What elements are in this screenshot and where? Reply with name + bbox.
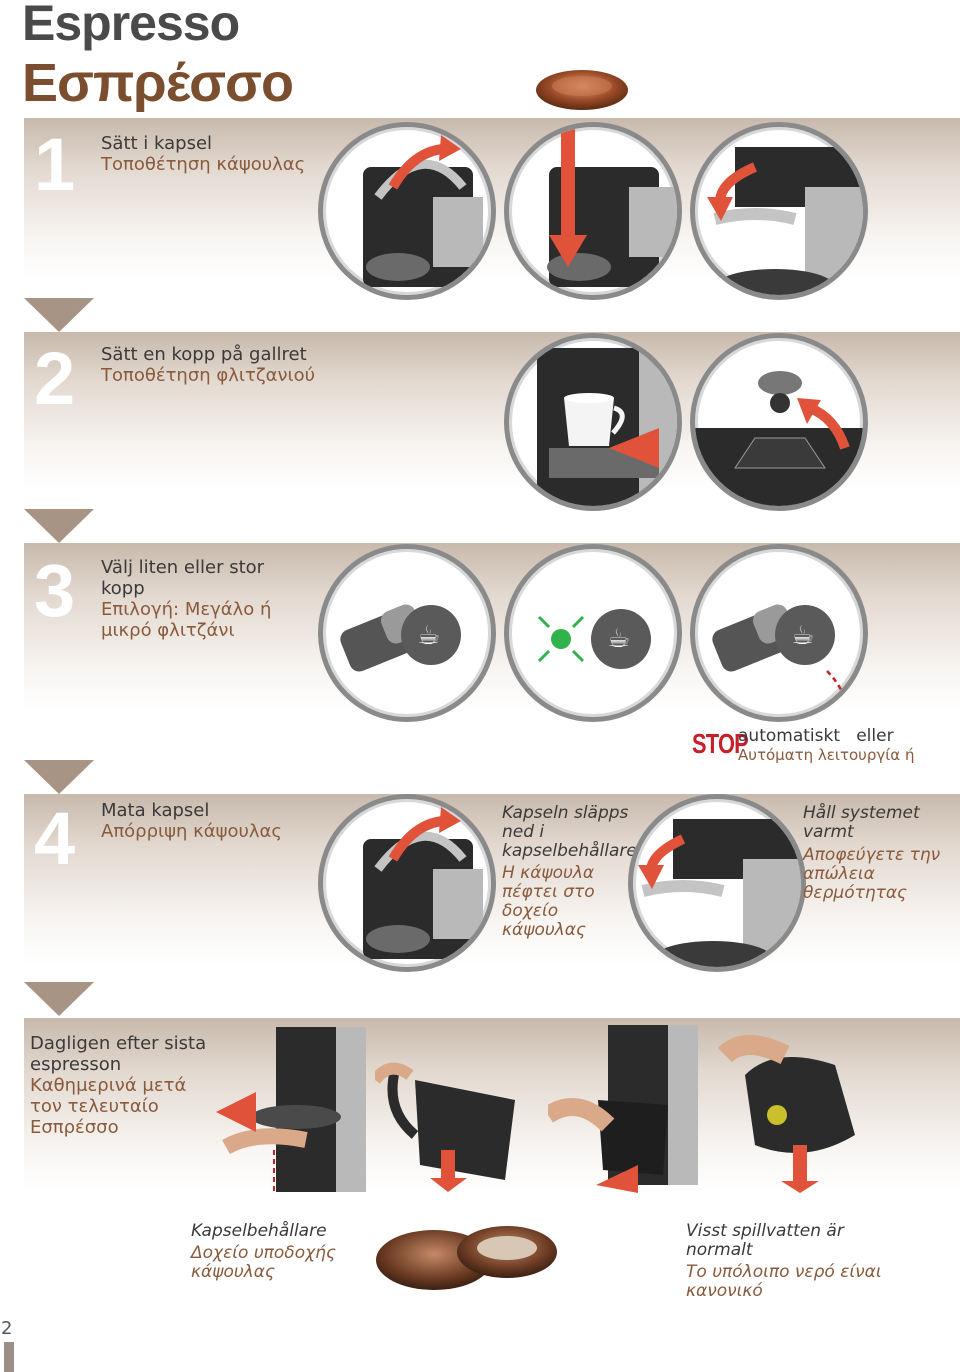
step-4-note-1: Kapseln släpps ned i kapselbehållaren Η … bbox=[502, 803, 648, 940]
step-3-image-led: ☕ bbox=[504, 544, 682, 722]
bottom-note-2: Visst spillvatten är normalt Το υπόλοιπο… bbox=[686, 1222, 886, 1301]
step-4-image-open-lever bbox=[318, 794, 496, 972]
machine-insert-icon bbox=[547, 127, 677, 287]
step-4-gr: Απόρριψη κάψουλας bbox=[101, 821, 282, 842]
cup-on-tray-icon bbox=[537, 348, 677, 506]
machine-open-icon bbox=[363, 135, 483, 287]
bottom-note-1-gr: Δοχείο υποδοχής κάψουλας bbox=[191, 1243, 336, 1282]
stop-text: automatiskt eller Αυτόματη λειτουργία ή bbox=[738, 727, 914, 765]
step-1-gr: Τοποθέτηση κάψουλας bbox=[101, 154, 306, 175]
daily-photo-remove-tray bbox=[216, 1022, 366, 1192]
capsule-illustration bbox=[536, 70, 628, 110]
cup-icon: ☕ bbox=[791, 621, 815, 651]
step-4-note-1-sv: Kapseln släpps ned i kapselbehållaren bbox=[502, 803, 648, 861]
step-1-image-insert-capsule bbox=[504, 122, 682, 300]
step-2-image-lever bbox=[690, 333, 868, 511]
step-2-number: 2 bbox=[34, 337, 76, 420]
step-3-sv: Välj liten eller stor kopp bbox=[101, 557, 265, 599]
stop-sv-auto: automatiskt bbox=[738, 726, 840, 746]
page-marker-bar bbox=[4, 1342, 14, 1372]
step-1-image-close-lever bbox=[690, 122, 868, 300]
daily-photo-capsule-container bbox=[375, 1040, 525, 1192]
stop-label: STOP bbox=[692, 728, 749, 759]
drip-tray-icon bbox=[216, 1027, 366, 1192]
cup-icon: ☕ bbox=[417, 621, 441, 651]
daily-text: Dagligen efter sista espresson Καθημεριν… bbox=[30, 1033, 220, 1138]
lift-container-icon bbox=[548, 1025, 698, 1193]
empty-container-icon bbox=[717, 1035, 855, 1193]
step-1-text: Sätt i kapsel Τοποθέτηση κάψουλας bbox=[101, 133, 331, 175]
machine-open-icon bbox=[363, 807, 483, 959]
step-3-down-arrow bbox=[24, 509, 94, 543]
cup-icon: ☕ bbox=[607, 624, 631, 654]
step-4-note-2-gr: Αποφεύγετε την απώλεια θερμότητας bbox=[803, 845, 941, 903]
daily-gr: Καθημερινά μετά τον τελευταίο Εσπρέσσο bbox=[30, 1075, 187, 1138]
page-number: 2 bbox=[1, 1318, 13, 1339]
step-4-number: 4 bbox=[34, 797, 76, 880]
step-3-number: 3 bbox=[34, 549, 76, 632]
bottom-note-2-gr: Το υπόλοιπο νερό είναι κανονικό bbox=[686, 1262, 882, 1301]
bottom-note-2-sv: Visst spillvatten är normalt bbox=[686, 1221, 844, 1260]
step-4-note-1-gr: Η κάψουλα πέφτει στο δοχείο κάψουλας bbox=[502, 863, 595, 940]
step-1-image-open-lever bbox=[318, 122, 496, 300]
daily-down-arrow bbox=[24, 982, 94, 1016]
bottom-note-1: Kapselbehållare Δοχείο υποδοχής κάψουλας bbox=[191, 1222, 361, 1282]
step-3-text: Välj liten eller stor kopp Επιλογή: Μεγά… bbox=[101, 557, 286, 641]
step-2-down-arrow bbox=[24, 298, 94, 332]
step-2-gr: Τοποθέτηση φλιτζανιού bbox=[101, 365, 316, 386]
daily-photo-empty-container bbox=[715, 1025, 875, 1193]
step-4-note-2-sv: Håll systemet varmt bbox=[803, 803, 920, 842]
title-swedish: Espresso bbox=[22, 0, 240, 51]
step-4-text: Mata kapsel Απόρριψη κάψουλας bbox=[101, 800, 331, 842]
step-3-image-press-left: ☕ bbox=[318, 544, 496, 722]
step-3-gr: Επιλογή: Μεγάλο ή μικρό φλιτζάνι bbox=[101, 599, 272, 641]
finger-press-icon bbox=[712, 604, 853, 717]
daily-photo-lift-container bbox=[548, 1025, 698, 1193]
step-4-note-2: Håll systemet varmt Αποφεύγετε την απώλε… bbox=[803, 804, 953, 903]
step-1-number: 1 bbox=[34, 123, 76, 206]
step-2-text: Sätt en kopp på gallret Τοποθέτηση φλιτζ… bbox=[101, 344, 331, 386]
step-2-image-cup bbox=[504, 333, 682, 511]
step-4-down-arrow bbox=[24, 760, 94, 794]
finger-press-icon bbox=[340, 604, 461, 672]
step-2-sv: Sätt en kopp på gallret bbox=[101, 344, 307, 365]
led-indicator-icon bbox=[537, 609, 651, 669]
step-1-sv: Sätt i kapsel bbox=[101, 133, 213, 154]
used-capsules-illustration bbox=[376, 1226, 557, 1290]
step-4-sv: Mata kapsel bbox=[101, 800, 210, 821]
capsule-container-icon bbox=[375, 1062, 515, 1192]
title-greek: Εσπρέσσο bbox=[22, 53, 294, 113]
stop-gr: Αυτόματη λειτουργία ή bbox=[738, 746, 915, 764]
stop-sv-or: eller bbox=[856, 726, 894, 746]
daily-sv: Dagligen efter sista espresson bbox=[30, 1033, 207, 1075]
step-4-image-close-lever bbox=[628, 794, 806, 972]
step-3-image-press-right: ☕ bbox=[690, 544, 868, 722]
bottom-note-1-sv: Kapselbehållare bbox=[191, 1221, 327, 1241]
